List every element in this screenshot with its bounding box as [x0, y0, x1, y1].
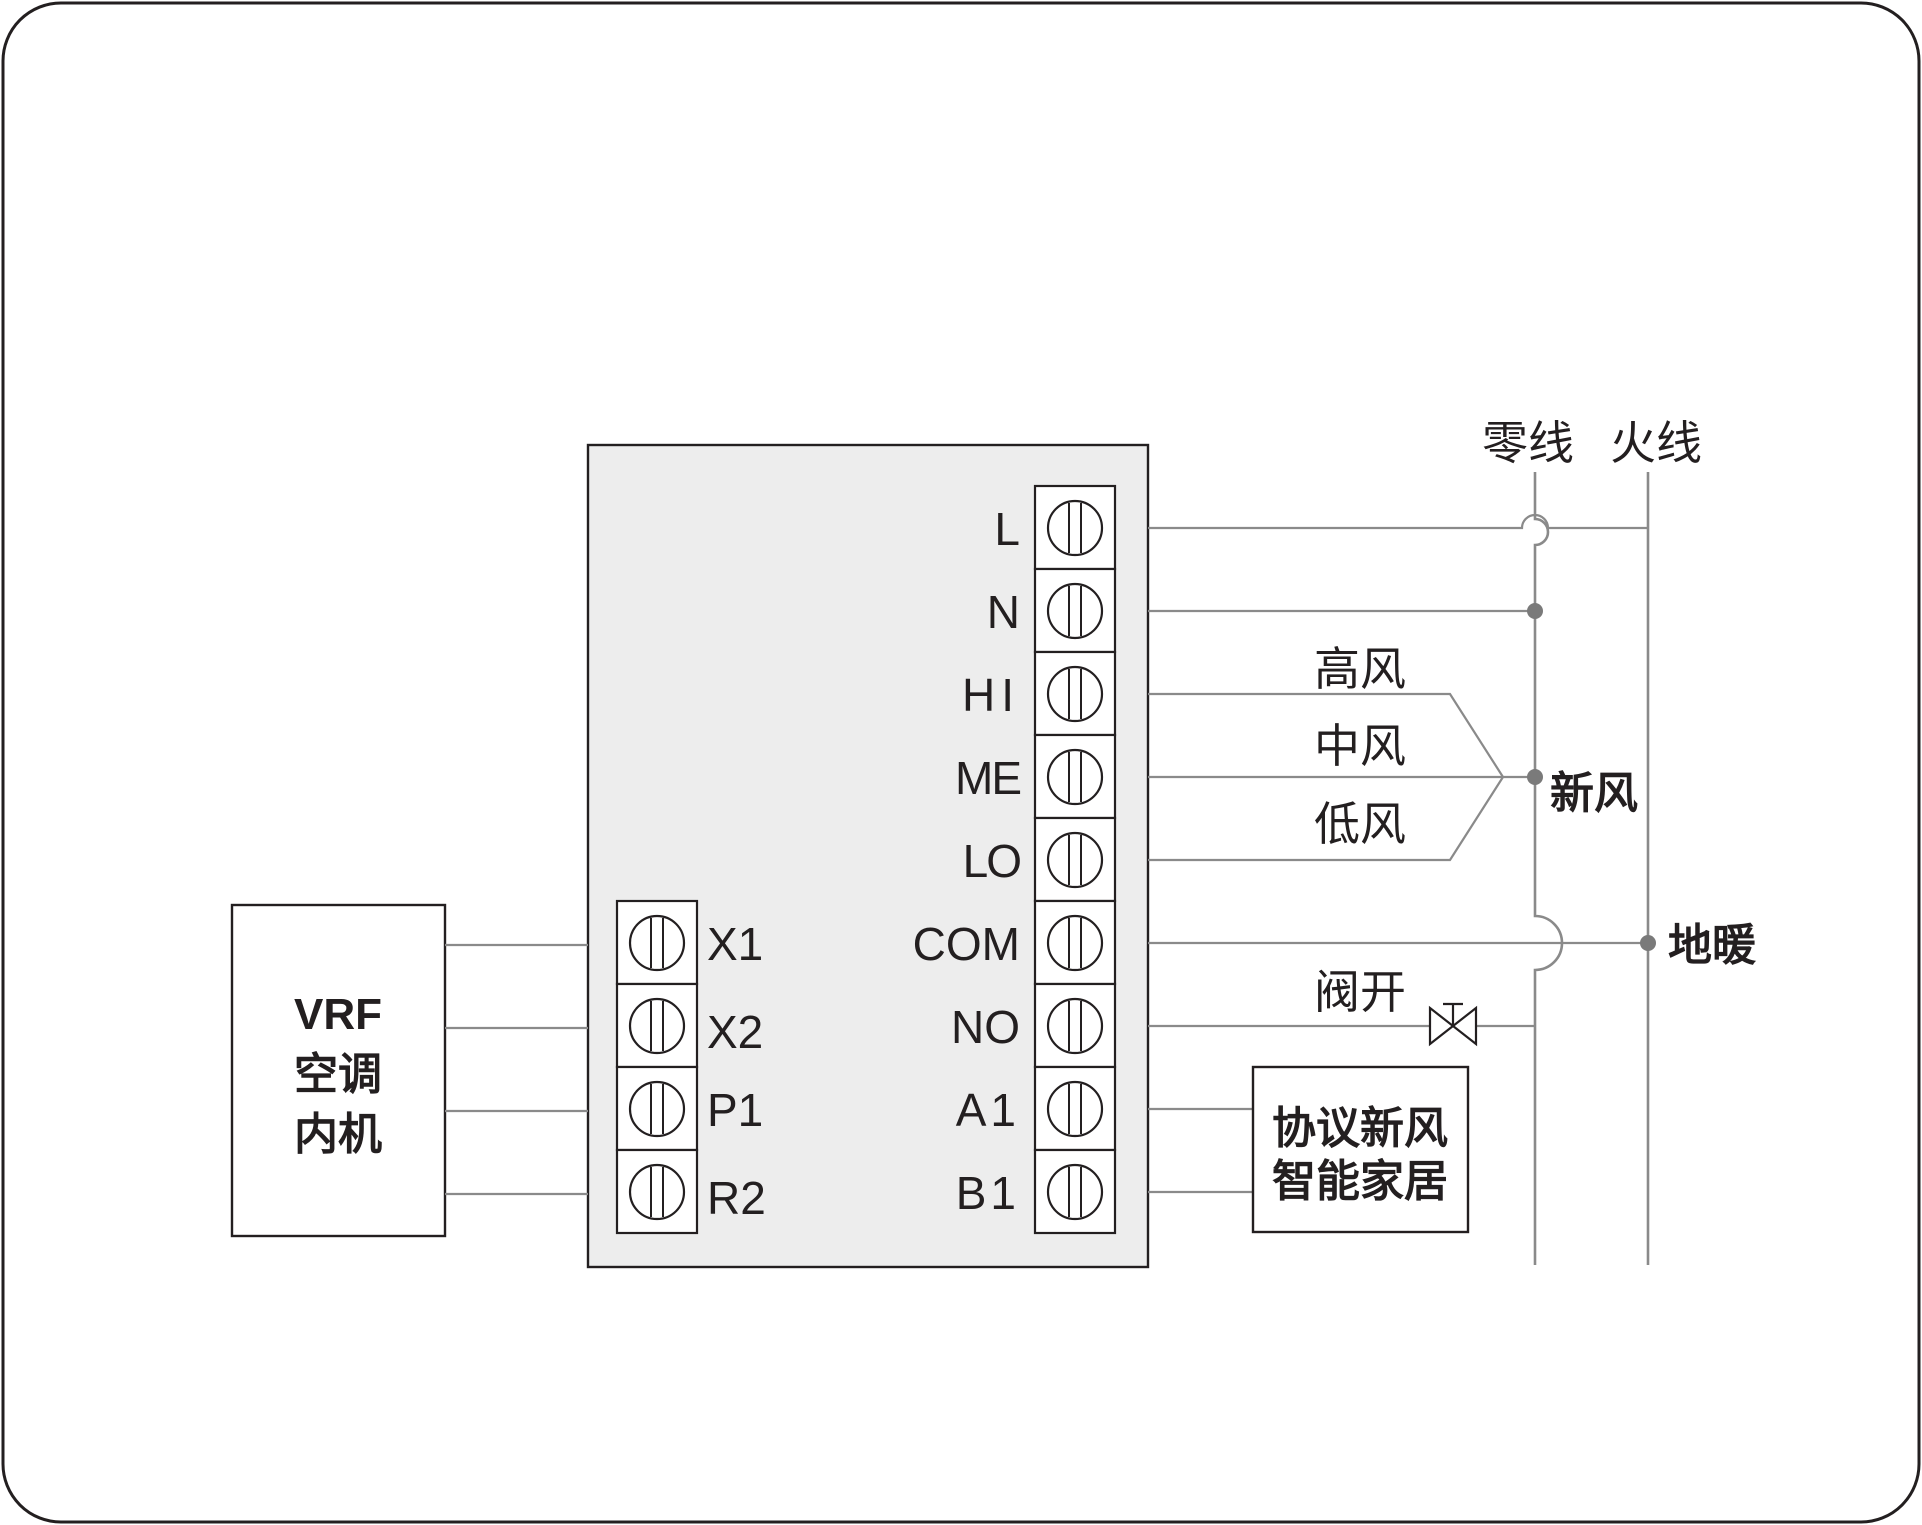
neutral-line-label: 零线 [1482, 417, 1574, 469]
terminal-label-B1: B1 [956, 1167, 1020, 1219]
terminal-label-LO: LO [963, 835, 1021, 887]
junction-N [1527, 603, 1543, 619]
terminal-X1 [615, 899, 699, 986]
floor-heating-label: 地暖 [1668, 921, 1757, 970]
terminal-label-X2: X2 [707, 1006, 763, 1058]
terminal-label-COM: COM [913, 918, 1020, 970]
terminal-N [1033, 567, 1117, 654]
fan-high-label: 高风 [1314, 643, 1406, 695]
vrf-label-line2: 空调 [294, 1050, 382, 1099]
terminal-L [1033, 484, 1117, 571]
protocol-label-line1: 协议新风 [1272, 1104, 1448, 1153]
valve-icon [1428, 1002, 1478, 1047]
terminal-B1 [1033, 1148, 1117, 1235]
protocol-label-line2: 智能家居 [1272, 1157, 1448, 1206]
terminal-COM [1033, 899, 1117, 986]
terminal-LO [1033, 816, 1117, 903]
terminal-label-N: N [987, 586, 1020, 638]
vrf-label-line3: 内机 [294, 1110, 382, 1159]
junction-fresh-air [1527, 769, 1543, 785]
fan-low-label: 低风 [1314, 798, 1406, 850]
terminal-label-NO: NO [951, 1001, 1020, 1053]
vrf-label-line1: VRF [294, 990, 382, 1039]
wire-LO [1148, 776, 1504, 862]
terminal-label-L: L [994, 503, 1020, 555]
left-terminal-block [615, 899, 699, 1235]
junction-floor-heating [1640, 935, 1656, 951]
protocol-box [1251, 1065, 1470, 1234]
terminal-ME [1033, 733, 1117, 820]
fresh-air-label: 新风 [1550, 769, 1638, 818]
neutral-bus [1533, 472, 1564, 1265]
terminal-label-R2: R2 [707, 1172, 766, 1224]
right-terminal-block [1033, 484, 1117, 1235]
terminal-label-A1: A1 [956, 1084, 1020, 1136]
wire-HI [1148, 692, 1504, 778]
terminal-R2 [615, 1148, 699, 1235]
terminal-HI [1033, 650, 1117, 737]
live-line-label: 火线 [1610, 417, 1702, 469]
fan-medium-label: 中风 [1314, 720, 1406, 772]
vrf-unit-box [230, 903, 447, 1238]
terminal-X2 [615, 982, 699, 1069]
valve-open-label: 阀开 [1314, 966, 1406, 1018]
terminal-label-P1: P1 [707, 1084, 763, 1136]
terminal-A1 [1033, 1065, 1117, 1152]
terminal-label-ME: ME [955, 752, 1020, 804]
terminal-P1 [615, 1065, 699, 1152]
wire-L [1148, 513, 1648, 530]
terminal-NO [1033, 982, 1117, 1069]
terminal-label-HI: HI [962, 669, 1020, 721]
terminal-label-X1: X1 [707, 918, 763, 970]
